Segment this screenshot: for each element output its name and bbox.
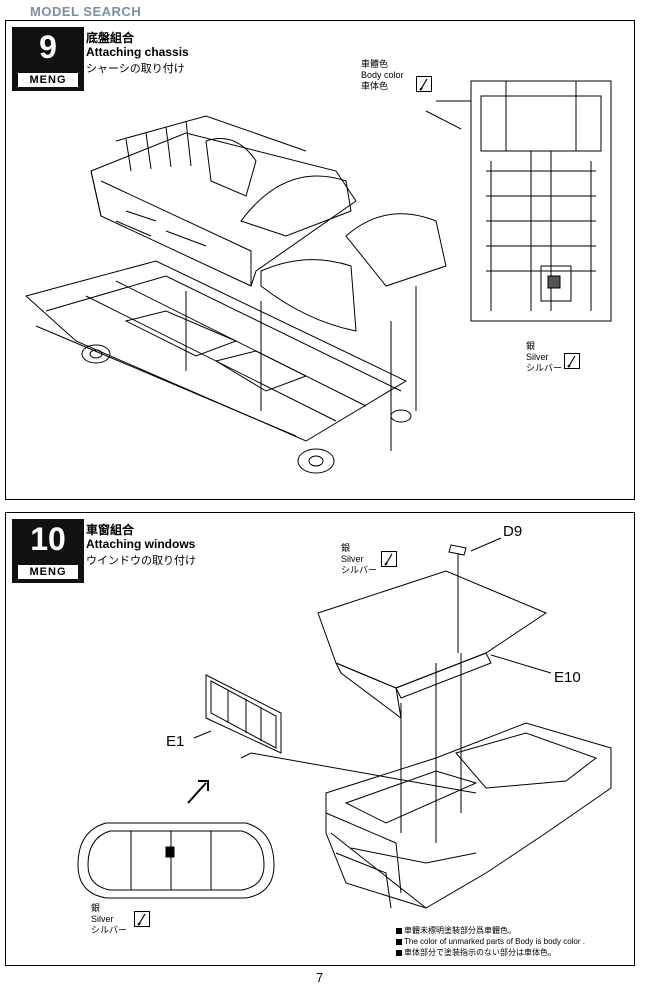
paint-callout-body: 車體色 Body color 車体色 [361,59,404,92]
brush-icon [381,551,397,567]
watermark: MODEL SEARCH [30,4,142,19]
paint-zh: 銀 [91,903,101,913]
step-title-en: Attaching windows [86,537,196,551]
step-title-en: Attaching chassis [86,45,189,59]
note-en: The color of unmarked parts of Body is b… [396,937,585,947]
paint-ja: シルバー [91,925,128,935]
step-10-badge: 10 MENG [12,519,84,583]
note-zh: 車體未標明塗裝部分爲車體色。 [396,926,516,936]
step-10-panel: 10 MENG 車窗組合 Attaching windows ウインドウの取り付… [5,512,635,966]
chassis-assembly-illustration [24,80,612,474]
brand-logo: MENG [18,73,78,87]
part-label-d9: D9 [503,523,523,540]
paint-zh: 車體色 [361,59,389,69]
step-9-panel: 9 MENG 底盤組合 Attaching chassis シャーシの取り付け … [5,20,635,500]
paint-en: Silver [526,352,549,362]
step-number: 10 [30,521,66,557]
page-number: 7 [316,970,324,985]
brush-icon [416,76,432,92]
paint-ja: シルバー [341,565,378,575]
step-title-zh: 底盤組合 [86,31,135,45]
paint-en: Silver [91,914,114,924]
paint-callout-silver-bottom: 銀 Silver シルバー [91,903,127,936]
paint-ja: シルバー [526,363,563,373]
step-title-ja: シャーシの取り付け [86,63,185,75]
paint-en: Body color [361,70,404,80]
note-ja: 車体部分で塗装指示のない部分は車体色。 [396,948,556,958]
paint-callout-silver-top: 銀 Silver シルバー [341,543,377,576]
part-label-e10: E10 [554,669,581,686]
brush-icon [564,353,580,369]
paint-zh: 銀 [526,341,536,351]
step-9-badge: 9 MENG [12,27,84,91]
step-title-zh: 車窗組合 [86,523,135,537]
step-title-ja: ウインドウの取り付け [86,555,196,567]
windows-assembly-illustration [77,537,612,909]
step-number: 9 [39,29,57,65]
paint-callout-silver: 銀 Silver シルバー [526,341,562,374]
paint-en: Silver [341,554,364,564]
part-label-e1: E1 [166,733,185,750]
brand-logo: MENG [18,565,78,579]
paint-zh: 銀 [341,543,351,553]
brush-icon [134,911,150,927]
paint-ja: 車体色 [361,81,389,91]
